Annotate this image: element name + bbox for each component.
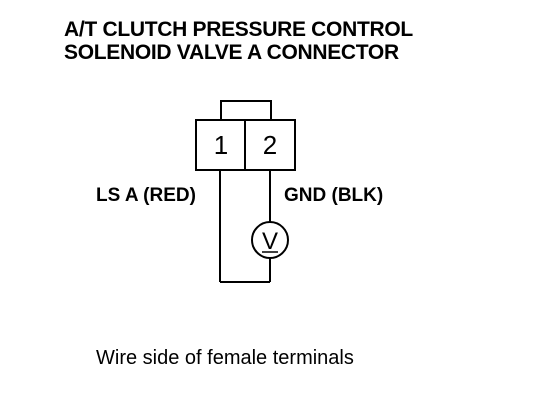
pin-1-wire-label: LS A (RED) (96, 185, 196, 206)
title-line-2: SOLENOID VALVE A CONNECTOR (64, 41, 399, 64)
title-line-1: A/T CLUTCH PRESSURE CONTROL (64, 18, 413, 41)
pin-1-number: 1 (214, 130, 228, 160)
connector-lock-tab (220, 100, 272, 122)
view-caption: Wire side of female terminals (96, 347, 354, 369)
voltmeter-icon: V (251, 221, 289, 259)
diagram-title: A/T CLUTCH PRESSURE CONTROL SOLENOID VAL… (64, 18, 413, 64)
voltmeter-symbol: V (262, 228, 278, 255)
pin-2-wire-label: GND (BLK) (284, 185, 384, 206)
pin-2-number: 2 (263, 130, 277, 160)
